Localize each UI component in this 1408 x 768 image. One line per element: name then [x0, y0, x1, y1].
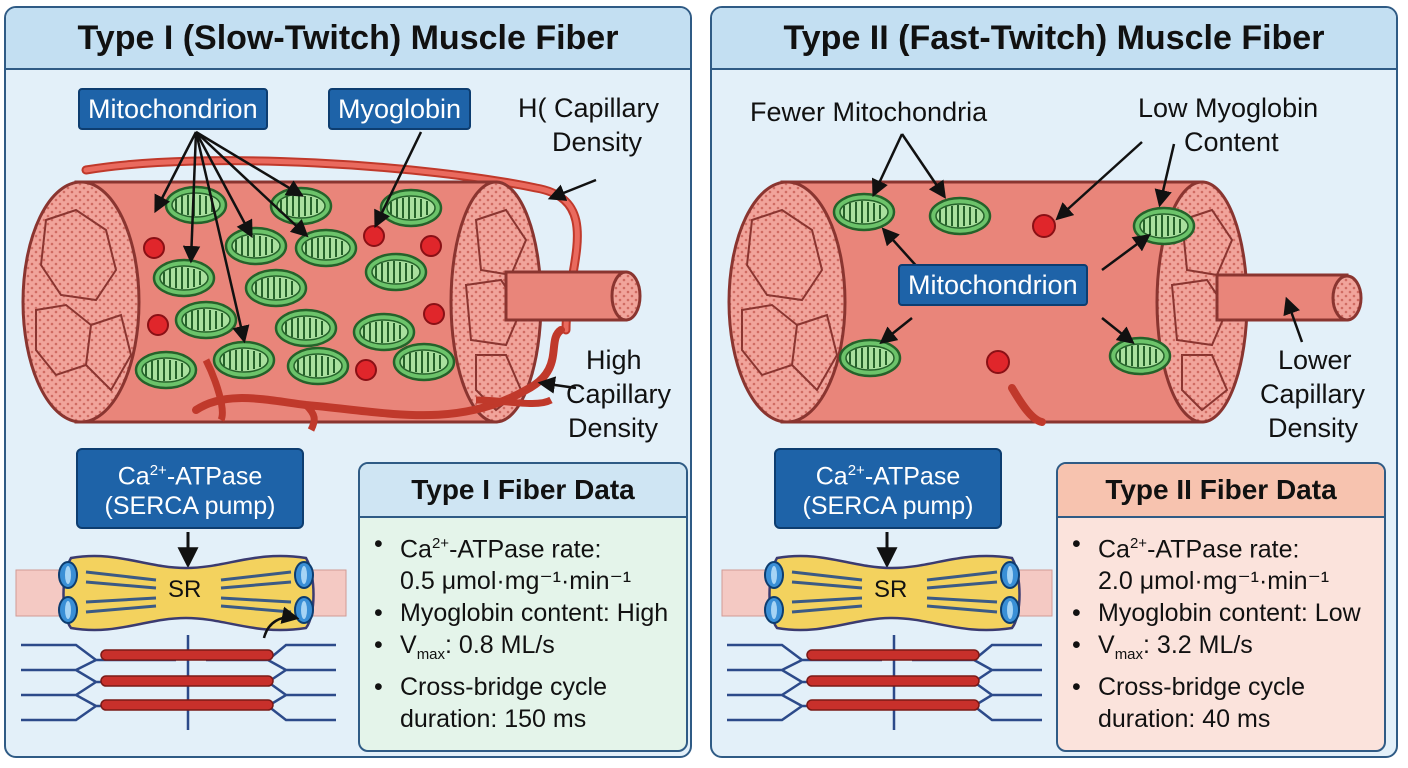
- panel-title: Type II (Fast-Twitch) Muscle Fiber: [712, 8, 1396, 70]
- myoglobin-item: Myoglobin content: Low: [1072, 597, 1384, 629]
- low-myoglobin-label-line1: Low Myoglobin: [1138, 93, 1319, 123]
- capillary-label-top-line1: H( Capillary: [518, 93, 660, 123]
- mitochondrion-icon: [832, 192, 896, 232]
- data-box-title: Type II Fiber Data: [1058, 464, 1384, 518]
- capillary-label-line1: Lower: [1278, 345, 1352, 375]
- capillary-label-bottom-line2: Capillary: [566, 379, 672, 409]
- serca-pump-icon: [58, 561, 78, 589]
- mitochondrion-tag: Mitochondrion: [78, 88, 268, 130]
- vmax-item: Vmax: 0.8 ML/s: [374, 629, 686, 671]
- mitochondrion-tag: Mitochondrion: [898, 264, 1088, 306]
- capillary-label-bottom-line1: High: [586, 345, 642, 375]
- sr-compartment: [768, 554, 1021, 632]
- low-myoglobin-label-line2: Content: [1184, 127, 1279, 157]
- myoglobin-dot-icon: [143, 237, 165, 259]
- capillary-label-line3: Density: [1268, 413, 1359, 443]
- data-list: Ca2+-ATPase rate:2.0 μmol·mg⁻¹·min⁻¹ Myo…: [1058, 518, 1384, 735]
- atpase-rate-item: Ca2+-ATPase rate:2.0 μmol·mg⁻¹·min⁻¹: [1072, 528, 1384, 597]
- serca-pump-icon: [764, 561, 784, 589]
- capillary-label-top-line2: Density: [552, 127, 643, 157]
- panel-title: Type I (Slow-Twitch) Muscle Fiber: [6, 8, 690, 70]
- type-i-panel: Type I (Slow-Twitch) Muscle Fiber: [4, 6, 692, 758]
- data-box-title: Type I Fiber Data: [360, 464, 686, 518]
- sr-compartment: [62, 554, 315, 632]
- myoglobin-item: Myoglobin content: High: [374, 597, 686, 629]
- atpase-rate-item: Ca2+-ATPase rate:0.5 μmol·mg⁻¹·min⁻¹: [374, 528, 686, 597]
- vmax-item: Vmax: 3.2 ML/s: [1072, 629, 1384, 671]
- serca-pump-label: Ca2+-ATPase (SERCA pump): [76, 448, 304, 530]
- capillary-label-bottom-line3: Density: [568, 413, 659, 443]
- type-ii-panel: Type II (Fast-Twitch) Muscle Fiber: [710, 6, 1398, 758]
- myoglobin-dot-icon: [1032, 214, 1056, 238]
- type-i-fiber-illustration: [15, 130, 642, 730]
- capillary-label-line2: Capillary: [1260, 379, 1366, 409]
- data-list: Ca2+-ATPase rate:0.5 μmol·mg⁻¹·min⁻¹ Myo…: [360, 518, 686, 735]
- serca-pump-label: Ca2+-ATPase (SERCA pump): [774, 448, 1002, 530]
- sr-label: SR: [874, 576, 908, 603]
- fewer-mitochondria-label: Fewer Mitochondria: [750, 97, 988, 127]
- myoglobin-tag: Myoglobin: [328, 88, 472, 130]
- sr-label: SR: [168, 576, 202, 603]
- type-i-data-box: Type I Fiber Data Ca2+-ATPase rate:0.5 μ…: [358, 462, 688, 752]
- type-ii-data-box: Type II Fiber Data Ca2+-ATPase rate:2.0 …: [1056, 462, 1386, 752]
